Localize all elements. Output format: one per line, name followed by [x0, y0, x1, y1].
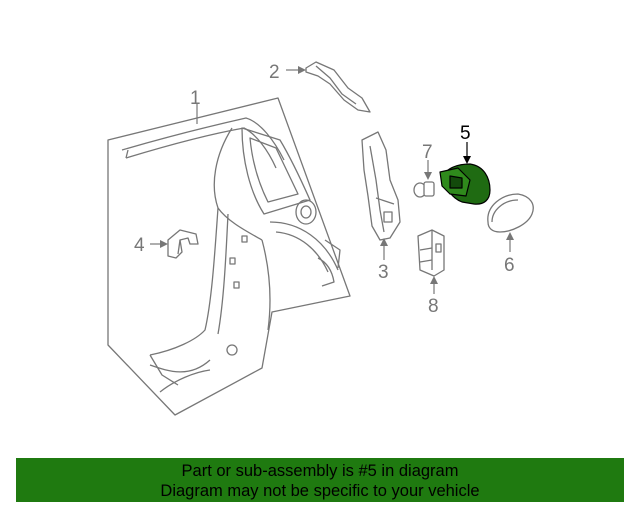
- callout-7: 7: [422, 142, 433, 163]
- banner-line-disclaimer: Diagram may not be specific to your vehi…: [160, 482, 480, 500]
- part-4-clip: [167, 229, 199, 259]
- part-7-bolt: [413, 181, 435, 198]
- part-8-block: [417, 229, 445, 277]
- callout-4: 4: [134, 235, 145, 256]
- part-6-fuel-door: [487, 193, 534, 233]
- callout-3: 3: [378, 262, 389, 283]
- callout-8: 8: [428, 296, 439, 317]
- part-3-reinforcement: [361, 131, 401, 241]
- callout-2: 2: [269, 62, 280, 83]
- leader-line-5: [463, 142, 471, 164]
- part-1-quarter-panel: [107, 97, 351, 416]
- banner-line-part-number: Part or sub-assembly is #5 in diagram: [181, 462, 459, 480]
- callout-1: 1: [190, 88, 201, 109]
- part-5-filler-housing: [439, 163, 491, 205]
- callout-5[interactable]: 5: [460, 123, 471, 144]
- info-banner: Part or sub-assembly is #5 in diagram Di…: [16, 458, 624, 502]
- callout-6: 6: [504, 255, 515, 276]
- part-2-bracket: [305, 61, 371, 113]
- leader-lines: [150, 66, 514, 294]
